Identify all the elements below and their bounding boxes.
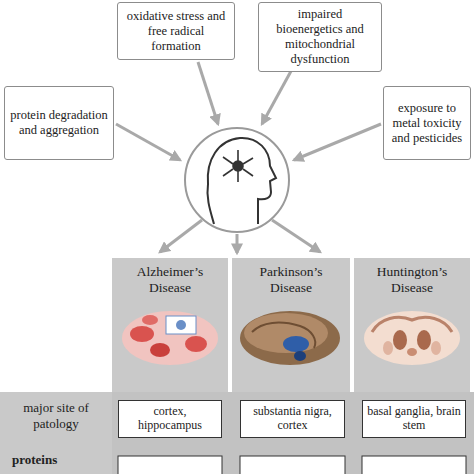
huntington-image — [364, 311, 460, 365]
node-text: cortex, hippocampus — [123, 405, 217, 433]
node-text: major site of patology — [6, 400, 106, 431]
parkinson-image — [240, 311, 340, 365]
cut-box — [118, 456, 222, 474]
node-text: impaired bioenergetics and mitochondrial… — [264, 7, 376, 67]
row-label: proteins — [12, 452, 57, 468]
process-box: impaired bioenergetics and mitochondrial… — [258, 2, 382, 72]
process-box: oxidative stress and free radical format… — [117, 2, 235, 60]
node-text: Parkinson’s Disease — [243, 264, 339, 296]
disease-panel: Huntington’s Disease — [354, 258, 470, 304]
arrows — [116, 62, 381, 253]
head-icon — [207, 138, 276, 224]
panel-ground — [112, 258, 228, 398]
node-text: basal ganglia, brain stem — [367, 405, 461, 433]
site-box: basal ganglia, brain stem — [362, 400, 466, 438]
disease-panel: Parkinson’s Disease — [232, 258, 350, 304]
panel-ground — [354, 258, 470, 398]
cut-box — [362, 456, 466, 474]
node-text: protein degradation and aggregation — [10, 108, 108, 138]
row-band: major site of patology cortex, hippocampu… — [0, 392, 474, 474]
panel-ground — [232, 258, 350, 398]
disease-panel: Alzheimer’s Disease — [112, 258, 228, 304]
process-box: exposure to metal toxicity and pesticide… — [383, 86, 471, 160]
node-text: substantia nigra, cortex — [245, 405, 340, 433]
cut-box — [240, 456, 345, 474]
node-text: exposure to metal toxicity and pesticide… — [389, 101, 465, 146]
neuron-icon — [223, 150, 253, 182]
site-box: substantia nigra, cortex — [240, 400, 345, 438]
node-text: Huntington’s Disease — [364, 264, 460, 296]
node-text: Alzheimer’s Disease — [122, 264, 218, 296]
head-circle — [185, 128, 289, 232]
process-box: protein degradation and aggregation — [4, 86, 114, 160]
node-text: oxidative stress and free radical format… — [123, 9, 229, 54]
alzheimer-image — [122, 311, 218, 365]
site-box: cortex, hippocampus — [118, 400, 222, 438]
